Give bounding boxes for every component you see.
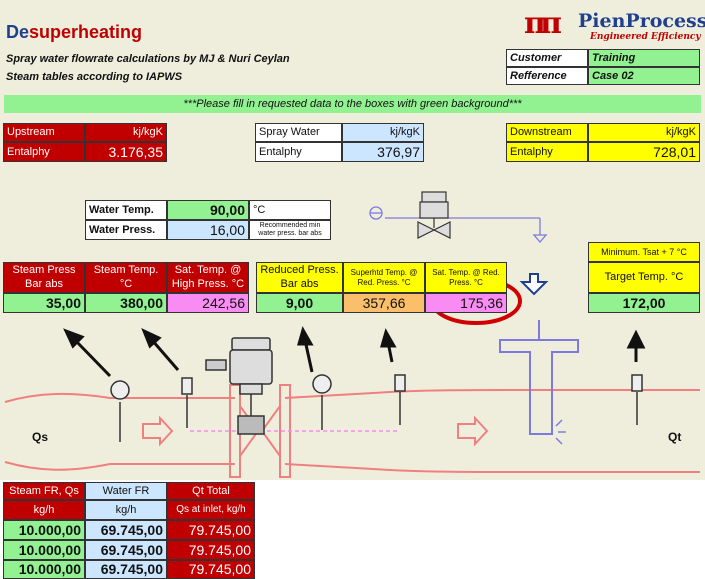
target-temp-input[interactable]: 172,00 <box>588 293 700 313</box>
table-row-water-fr: 69.745,00 <box>85 560 167 579</box>
table-row-steam-fr[interactable]: 10.000,00 <box>3 520 85 540</box>
flow-arrows <box>142 415 489 447</box>
desuperheater-diagram <box>4 191 700 478</box>
sat-temp-reduced-header: Sat. Temp. @ Red. Press. °C <box>425 262 507 293</box>
spray-enthalpy-label: Entalphy <box>255 142 342 162</box>
instruction-banner: ***Please fill in requested data to the … <box>4 95 701 113</box>
pienprocess-logo-icon: ππ <box>524 6 562 41</box>
table-row-water-fr: 69.745,00 <box>85 520 167 540</box>
page-title: Desuperheating <box>6 22 143 42</box>
blue-down-arrow-icon <box>519 273 549 296</box>
downstream-enthalpy-value: 728,01 <box>588 142 700 162</box>
upstream-title: Upstream <box>3 123 85 142</box>
upstream-enthalpy-value: 3.176,35 <box>85 142 167 162</box>
water-fr-header: Water FR <box>85 482 167 500</box>
qs-label: Qs <box>32 430 49 444</box>
water-temp-input[interactable]: 90,00 <box>167 200 249 220</box>
reference-input[interactable]: Case 02 <box>588 67 700 85</box>
qt-total-unit: Qs at inlet, kg/h <box>167 500 255 520</box>
customer-input[interactable]: Training <box>588 49 700 67</box>
temperature-sensor-mid-icon <box>394 374 406 425</box>
water-temp-label: Water Temp. <box>85 200 167 220</box>
steam-press-input[interactable]: 35,00 <box>3 293 85 313</box>
temperature-sensor-target-icon <box>631 374 643 425</box>
downstream-title: Downstream <box>506 123 588 142</box>
table-row-steam-fr[interactable]: 10.000,00 <box>3 560 85 579</box>
steam-press-header: Steam Press Bar abs <box>3 262 85 293</box>
water-press-value: 16,00 <box>167 220 249 240</box>
spray-control-valve-icon <box>417 191 451 239</box>
sat-temp-high-value: 242,56 <box>167 293 249 313</box>
inlet-flow-arrow-icon <box>142 415 174 447</box>
upstream-unit: kj/kgK <box>85 123 167 142</box>
logo-name: PienProcess <box>578 10 705 32</box>
superheated-temp-value: 357,66 <box>343 293 425 313</box>
reference-label: Refference <box>506 67 588 85</box>
spray-water-unit: kj/kgK <box>342 123 424 142</box>
logo-tagline: Engineered Efficiency <box>590 32 701 42</box>
spray-enthalpy-value: 376,97 <box>342 142 424 162</box>
table-row-steam-fr[interactable]: 10.000,00 <box>3 540 85 560</box>
spray-lines-icon <box>555 419 566 445</box>
downstream-enthalpy-label: Entalphy <box>506 142 588 162</box>
qt-label: Qt <box>668 430 682 444</box>
reduced-press-header: Reduced Press. Bar abs <box>256 262 343 293</box>
downstream-unit: kj/kgK <box>588 123 700 142</box>
sat-temp-high-header: Sat. Temp. @ High Press. °C <box>167 262 249 293</box>
superheated-temp-header: Superhtd Temp. @ Red. Press. °C <box>343 262 425 293</box>
indicator-arrows <box>63 326 646 378</box>
outlet-flow-arrow-icon <box>457 415 489 447</box>
table-row-water-fr: 69.745,00 <box>85 540 167 560</box>
table-row-qt-total: 79.745,00 <box>167 520 255 540</box>
control-valve-icon <box>205 337 273 435</box>
subtitle-steam-tables: Steam tables according to IAPWS <box>6 71 183 83</box>
spray-injector-icon <box>499 320 579 435</box>
water-temp-unit: °C <box>249 200 331 220</box>
water-press-note: Recommended min water press. bar abs <box>249 220 331 240</box>
customer-label: Customer <box>506 49 588 67</box>
qt-total-header: Qt Total <box>167 482 255 500</box>
reduced-press-input[interactable]: 9,00 <box>256 293 343 313</box>
pressure-gauge-downstream-icon <box>312 374 332 430</box>
table-row-qt-total: 79.745,00 <box>167 560 255 579</box>
subtitle-authors: Spray water flowrate calculations by MJ … <box>6 53 290 65</box>
target-temp-header: Target Temp. °C <box>588 262 700 293</box>
target-min-note: Minimum. Tsat + 7 °C <box>588 242 700 262</box>
water-press-label: Water Press. <box>85 220 167 240</box>
water-line <box>369 206 548 243</box>
water-fr-unit: kg/h <box>85 500 167 520</box>
temperature-sensor-upstream-icon <box>181 377 193 428</box>
steam-temp-input[interactable]: 380,00 <box>85 293 167 313</box>
sat-temp-reduced-value: 175,36 <box>425 293 507 313</box>
steam-fr-header: Steam FR, Qs <box>3 482 85 500</box>
spray-water-title: Spray Water <box>255 123 342 142</box>
pressure-gauge-upstream-icon <box>110 380 130 442</box>
steam-fr-unit: kg/h <box>3 500 85 520</box>
upstream-enthalpy-label: Entalphy <box>3 142 85 162</box>
table-row-qt-total: 79.745,00 <box>167 540 255 560</box>
steam-temp-header: Steam Temp. °C <box>85 262 167 293</box>
